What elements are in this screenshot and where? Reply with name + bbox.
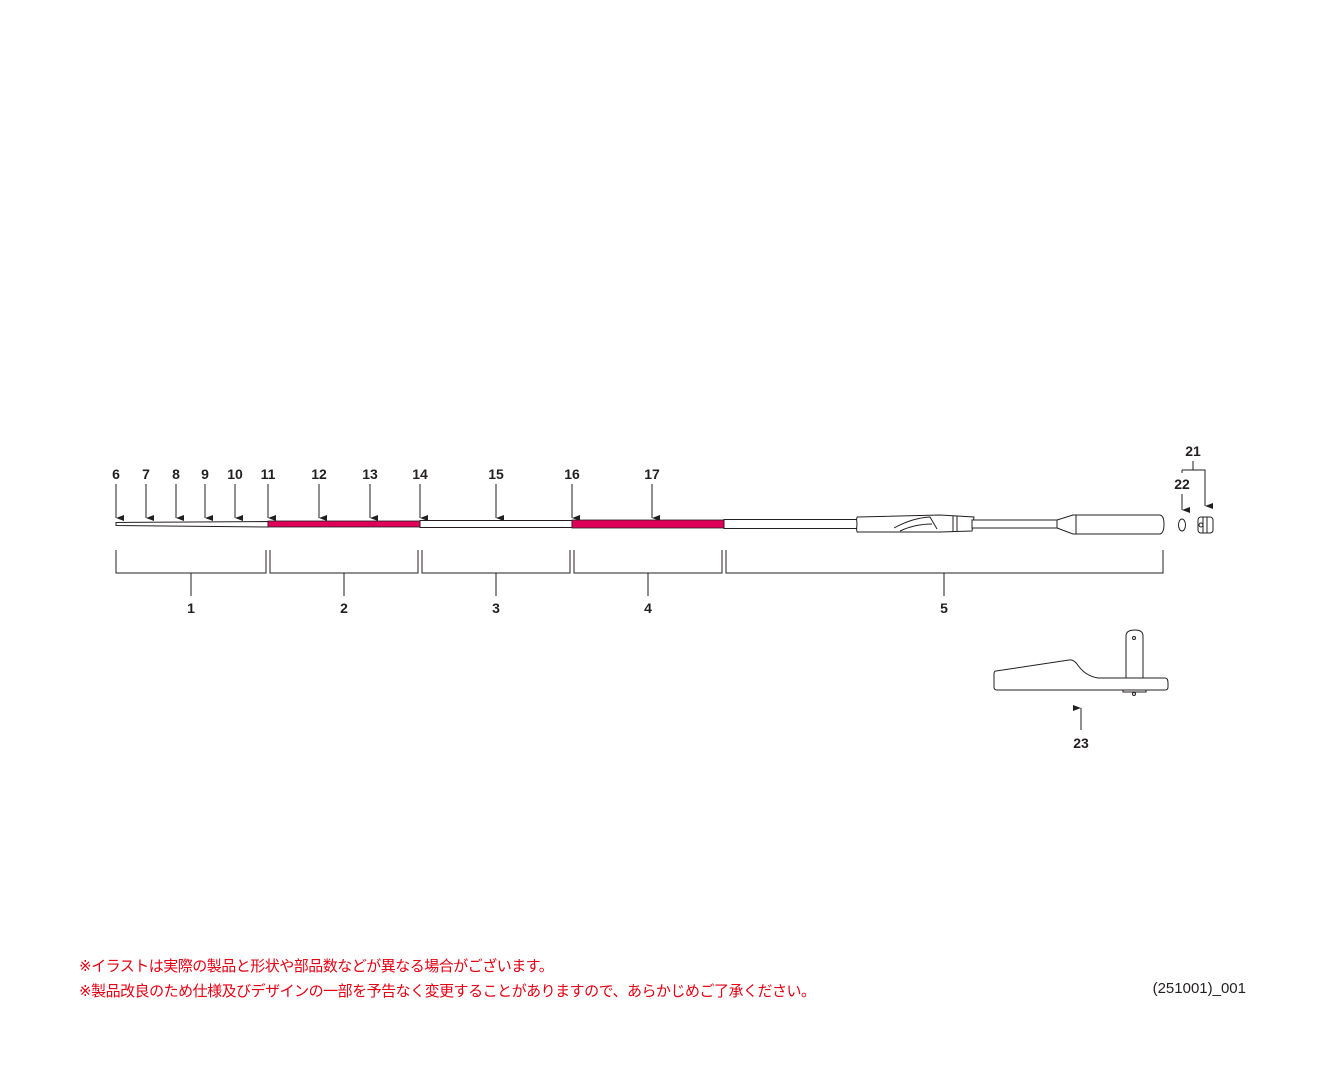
- callout-14: 14: [412, 466, 428, 521]
- svg-text:12: 12: [311, 466, 327, 482]
- part-23-reel-seat-hood: 23: [993, 629, 1169, 751]
- svg-text:1: 1: [187, 600, 195, 616]
- svg-text:7: 7: [142, 466, 150, 482]
- svg-text:13: 13: [362, 466, 378, 482]
- svg-text:16: 16: [564, 466, 580, 482]
- callout-11: 11: [261, 466, 276, 521]
- rod-section-5-handle: [723, 514, 1165, 535]
- svg-text:4: 4: [644, 600, 652, 616]
- svg-text:5: 5: [940, 600, 948, 616]
- svg-text:17: 17: [644, 466, 660, 482]
- callout-21-22: 21 22: [1174, 443, 1205, 510]
- callout-6: 6: [112, 466, 124, 521]
- svg-text:10: 10: [227, 466, 243, 482]
- part-21-butt-cap: [1197, 516, 1214, 534]
- section-brackets: 1 2 3 4 5: [115, 550, 1164, 616]
- top-callouts: 6 7 8 9 10 11 12 13 14 15 16 17: [112, 466, 660, 521]
- svg-text:8: 8: [172, 466, 180, 482]
- callout-9: 9: [201, 466, 213, 521]
- rod-section-2: [267, 520, 421, 528]
- document-code: (251001)_001: [1152, 980, 1246, 997]
- svg-text:11: 11: [261, 466, 276, 482]
- callout-17: 17: [644, 466, 660, 521]
- disclaimer-specification: ※製品改良のため仕様及びデザインの一部を予告なく変更することがありますので、あら…: [79, 982, 816, 1000]
- svg-text:14: 14: [412, 466, 428, 482]
- callout-7: 7: [142, 466, 154, 521]
- callout-8: 8: [172, 466, 184, 521]
- rod-section-4: [571, 519, 725, 529]
- svg-text:21: 21: [1185, 443, 1201, 459]
- svg-text:22: 22: [1174, 476, 1190, 492]
- callout-12: 12: [311, 466, 327, 521]
- svg-text:23: 23: [1073, 735, 1089, 751]
- part-22-ring: [1178, 518, 1186, 532]
- svg-text:9: 9: [201, 466, 209, 482]
- svg-text:2: 2: [340, 600, 348, 616]
- rod-section-1: [115, 520, 269, 528]
- disclaimer-illustration: ※イラストは実際の製品と形状や部品数などが異なる場合がございます。: [79, 957, 554, 975]
- callout-16: 16: [564, 466, 580, 521]
- rod: [115, 514, 1214, 535]
- callout-15: 15: [488, 466, 504, 521]
- callout-10: 10: [227, 466, 243, 521]
- svg-text:15: 15: [488, 466, 504, 482]
- callout-13: 13: [362, 466, 378, 521]
- svg-text:6: 6: [112, 466, 120, 482]
- svg-text:3: 3: [492, 600, 500, 616]
- rod-section-3: [419, 520, 573, 528]
